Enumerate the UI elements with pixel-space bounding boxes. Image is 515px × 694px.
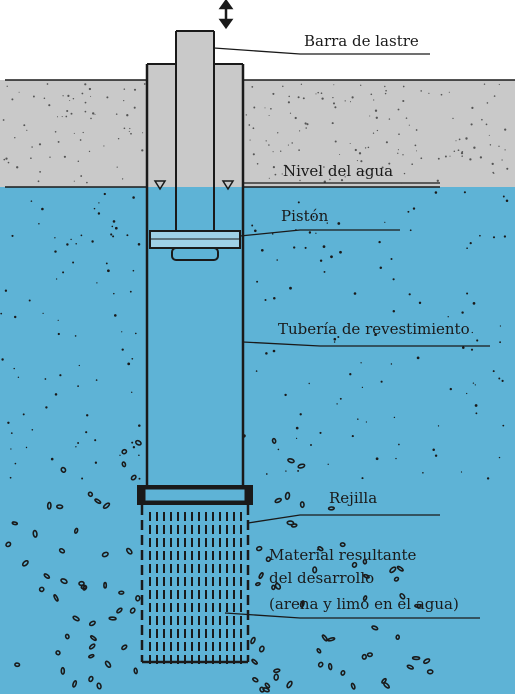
- well-screen: [140, 505, 250, 664]
- label-material-line3: (arena y limo en el agua): [269, 595, 459, 613]
- leader-barra: [213, 47, 430, 55]
- label-rejilla: Rejilla: [329, 489, 378, 507]
- up-down-arrow-icon: [218, 0, 234, 30]
- water-level-marker-left: [153, 180, 167, 191]
- water-texture-dots: [0, 191, 509, 480]
- leader-material: [224, 612, 480, 619]
- water-layer: [0, 187, 515, 694]
- label-material-line1: Material resultante: [269, 546, 417, 564]
- label-barra-de-lastre: Barra de lastre: [304, 32, 419, 50]
- soil-texture-dots: [2, 83, 509, 184]
- water-level-marker-right: [221, 180, 235, 191]
- label-nivel-del-agua: Nivel del agua: [283, 162, 394, 180]
- weight-bar: [175, 30, 215, 231]
- label-material-line2: del desarrollo: [269, 569, 375, 587]
- label-piston: Pistón: [281, 207, 329, 225]
- leader-piston: [239, 229, 400, 237]
- soil-layer: [0, 80, 515, 187]
- piston: [149, 230, 241, 261]
- leader-rejilla: [247, 514, 440, 524]
- label-tuberia: Tubería de revestimiento: [278, 320, 470, 338]
- leader-tuberia: [242, 341, 490, 347]
- sediment-particles: [5, 423, 434, 693]
- screen-coupling: [137, 485, 253, 505]
- leader-lines: [213, 47, 490, 619]
